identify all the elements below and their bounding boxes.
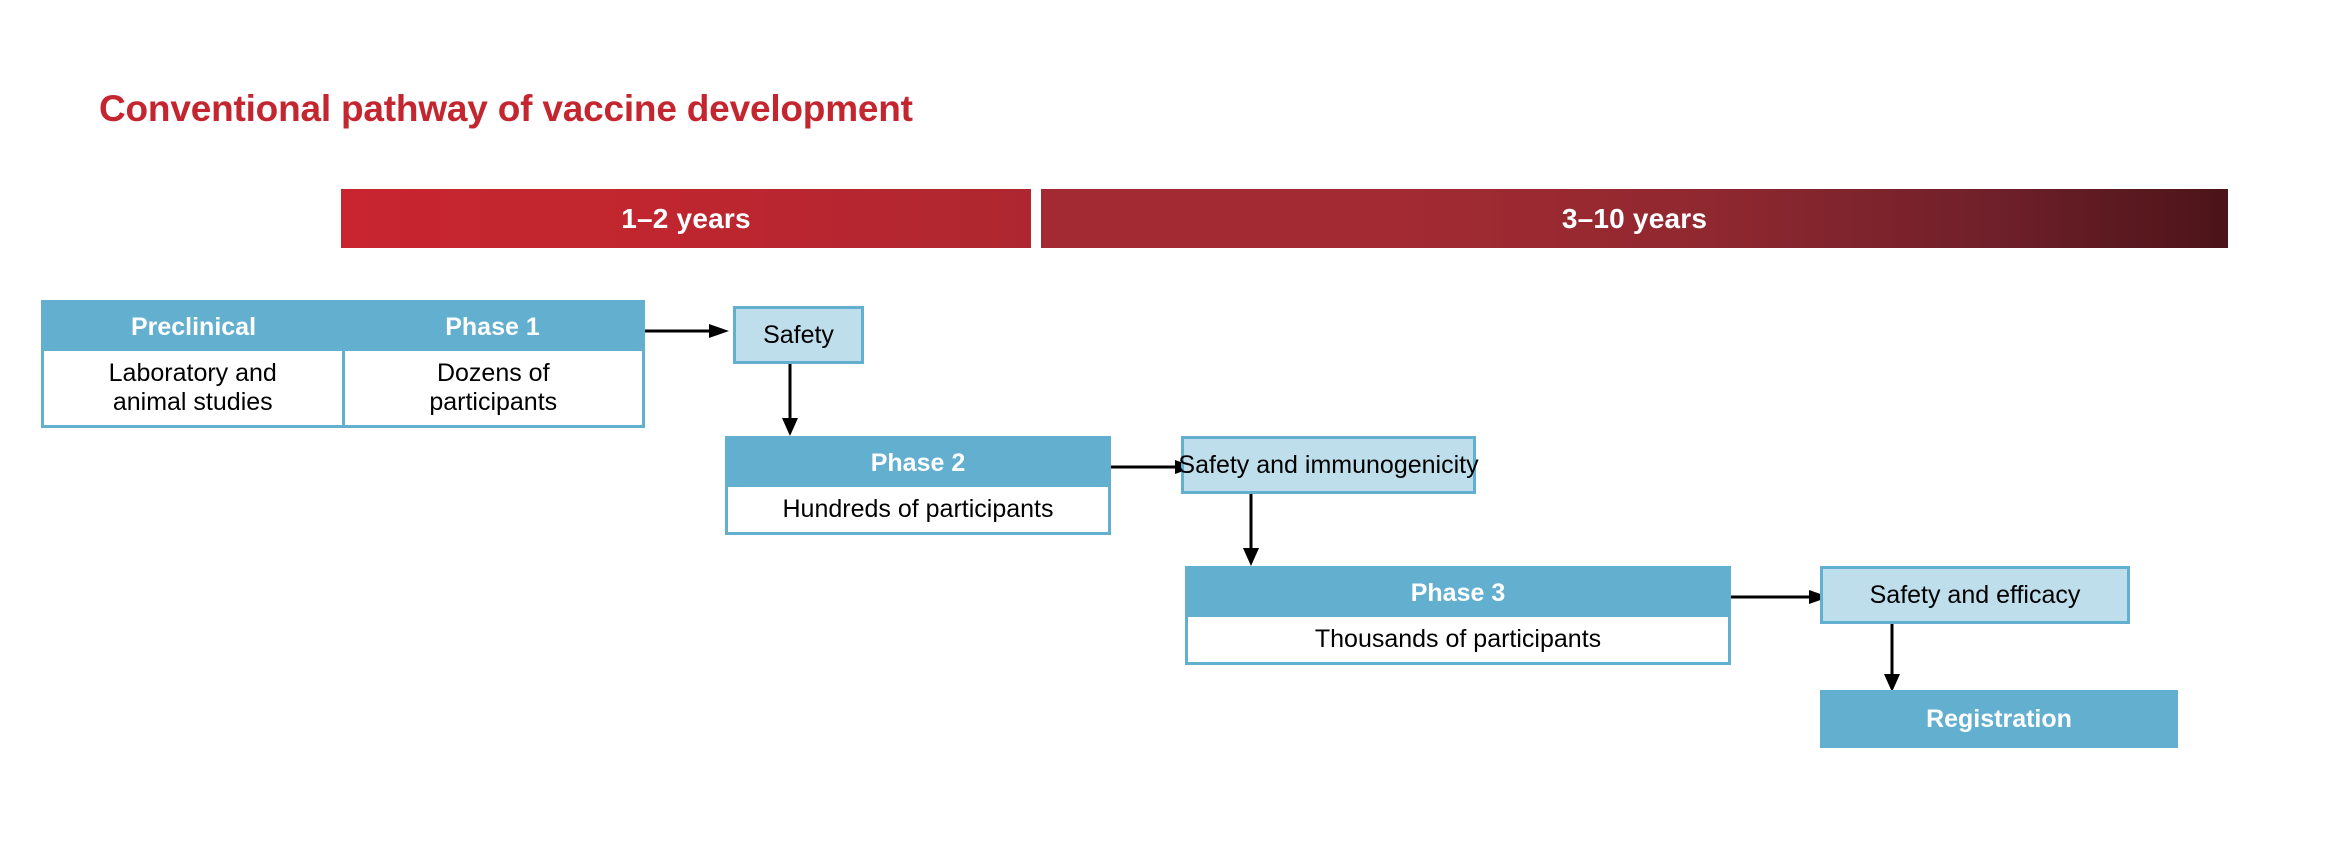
stage-body-preclinical: Laboratory and animal studies [44,351,342,425]
stage-group-header-row: Preclinical Phase 1 [44,303,642,351]
stage-header-preclinical[interactable]: Preclinical [130,312,257,341]
arrow-phase3-to-safety-efficacy [1731,590,1831,604]
stage-body-phase-1: Dozens of participants [344,351,642,425]
arrow-safety-immunogenicity-to-phase3 [1243,494,1259,568]
outcome-box-safety-efficacy-label: Safety and efficacy [1869,580,2081,609]
stage-header-phase-1[interactable]: Phase 1 [445,312,540,341]
timeline-segment-1-label: 1–2 years [621,202,751,234]
phase3-header-row: Phase 3 [1188,569,1728,617]
outcome-box-safety[interactable]: Safety [733,306,864,364]
phase2-header-row: Phase 2 [728,439,1108,487]
stage-body-phase-1-line2: participants [429,388,558,416]
stage-body-phase-2: Hundreds of participants [728,487,1108,532]
timeline-segment-1-2-years: 1–2 years [341,189,1031,248]
stage-body-phase-3: Thousands of participants [1188,617,1728,662]
outcome-box-safety-label: Safety [763,320,834,349]
timeline-segment-2-label: 3–10 years [1561,202,1708,234]
stage-header-phase-2[interactable]: Phase 2 [870,448,966,477]
stage-group-phase3[interactable]: Phase 3 Thousands of participants [1185,566,1731,665]
phase3-body-row: Thousands of participants [1188,617,1728,662]
arrow-safety-to-phase2 [782,364,798,438]
arrow-phase1-to-safety [645,324,731,338]
stage-group-body-row: Laboratory and animal studies Dozens of … [44,351,642,425]
phase2-body-row: Hundreds of participants [728,487,1108,532]
stage-header-phase-3[interactable]: Phase 3 [1410,578,1506,607]
registration-box-label: Registration [1926,704,2072,733]
stage-body-preclinical-line1: Laboratory and [108,359,277,387]
registration-box[interactable]: Registration [1820,690,2178,748]
outcome-box-safety-immunogenicity[interactable]: Safety and immunogenicity [1178,436,1479,494]
outcome-box-safety-immunogenicity-label: Safety and immunogenicity [1178,450,1479,479]
stage-group-phase2[interactable]: Phase 2 Hundreds of participants [725,436,1111,535]
outcome-box-safety-efficacy[interactable]: Safety and efficacy [1820,566,2130,624]
stage-group-preclinical-phase1[interactable]: Preclinical Phase 1 Laboratory and anima… [41,300,645,428]
stage-body-preclinical-line2: animal studies [112,388,273,416]
timeline-segment-3-10-years: 3–10 years [1041,189,2228,248]
arrow-safety-efficacy-to-registration [1884,624,1900,694]
stage-body-phase-1-line1: Dozens of [436,359,550,387]
page-title: Conventional pathway of vaccine developm… [99,88,913,129]
